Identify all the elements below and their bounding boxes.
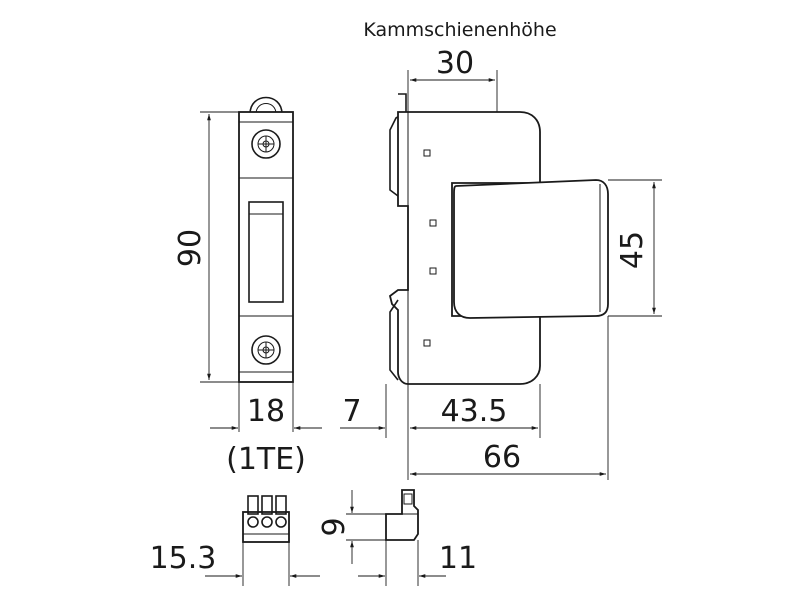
dim-30-label: 30 [436,46,474,81]
dim-11-label: 11 [439,541,477,576]
dim-7-label: 7 [342,394,361,429]
bottom-screw [251,335,281,365]
terminal-view [205,495,320,586]
top-screw [251,129,281,159]
dim-43-5-label: 43.5 [441,394,508,429]
side-marker-4 [423,339,431,347]
dim-90-label: 90 [173,229,208,267]
plug-side-view [346,489,446,586]
side-plug-module [453,179,609,319]
side-marker-2 [429,219,437,227]
dim-18-label: 18 [247,394,285,429]
side-marker-1 [423,149,431,157]
status-window [248,201,284,303]
front-view [200,96,322,432]
dim-66-label: 66 [483,440,521,475]
dim-15-3-label: 15.3 [150,541,217,576]
side-marker-3 [429,267,437,275]
comb-bar-height-label: Kammschienenhöhe [363,19,556,41]
plug-profile [385,489,419,541]
side-top-clip [389,93,408,197]
front-loop [249,96,283,115]
front-body [238,111,294,383]
side-view [340,70,662,480]
dim-45-label: 45 [615,231,650,269]
dim-1te-label: (1TE) [226,442,306,477]
dim-9-label: 9 [317,517,352,536]
